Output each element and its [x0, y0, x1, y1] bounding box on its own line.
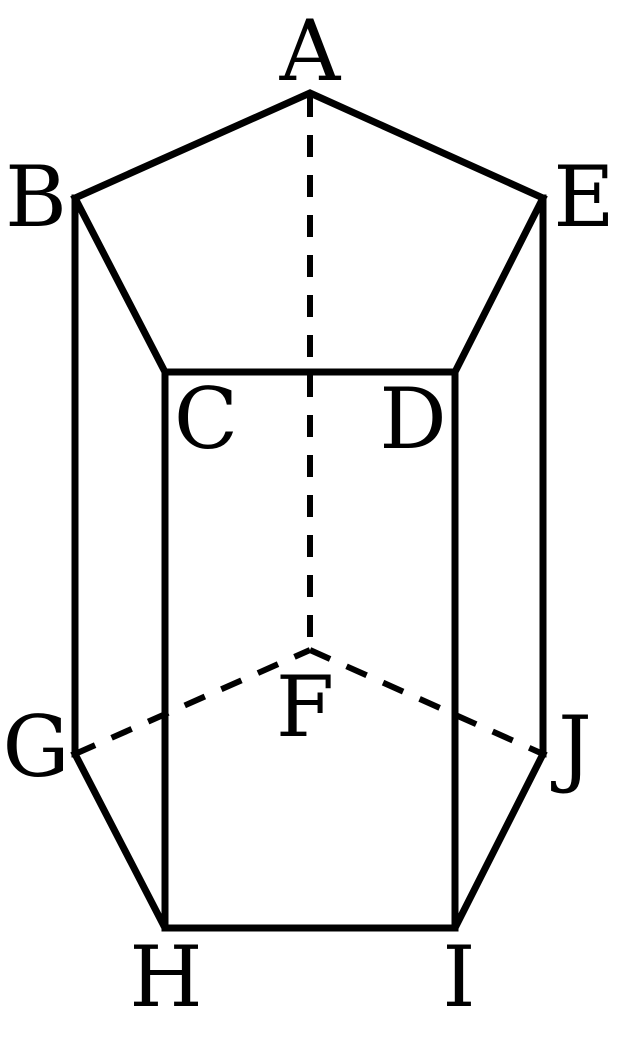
vertex-labels: A B C D E F G H I J	[2, 2, 614, 1026]
vertex-label-b: B	[5, 148, 67, 246]
vertex-label-e: E	[553, 148, 614, 246]
visible-edges	[70, 89, 548, 932]
vertex-label-g: G	[2, 698, 69, 796]
hidden-edges	[73, 95, 545, 757]
edge-fj	[308, 647, 545, 757]
vertex-label-h: H	[129, 928, 202, 1026]
vertex-label-c: C	[174, 370, 238, 468]
bottom-visible-edges	[70, 749, 548, 932]
top-face	[70, 89, 548, 376]
vertex-label-d: D	[379, 370, 446, 468]
vertex-label-i: I	[442, 928, 475, 1026]
vertex-label-a: A	[279, 2, 342, 100]
vertex-label-f: F	[276, 658, 334, 756]
vertex-label-j: J	[550, 698, 592, 796]
edge-gf	[73, 647, 312, 757]
